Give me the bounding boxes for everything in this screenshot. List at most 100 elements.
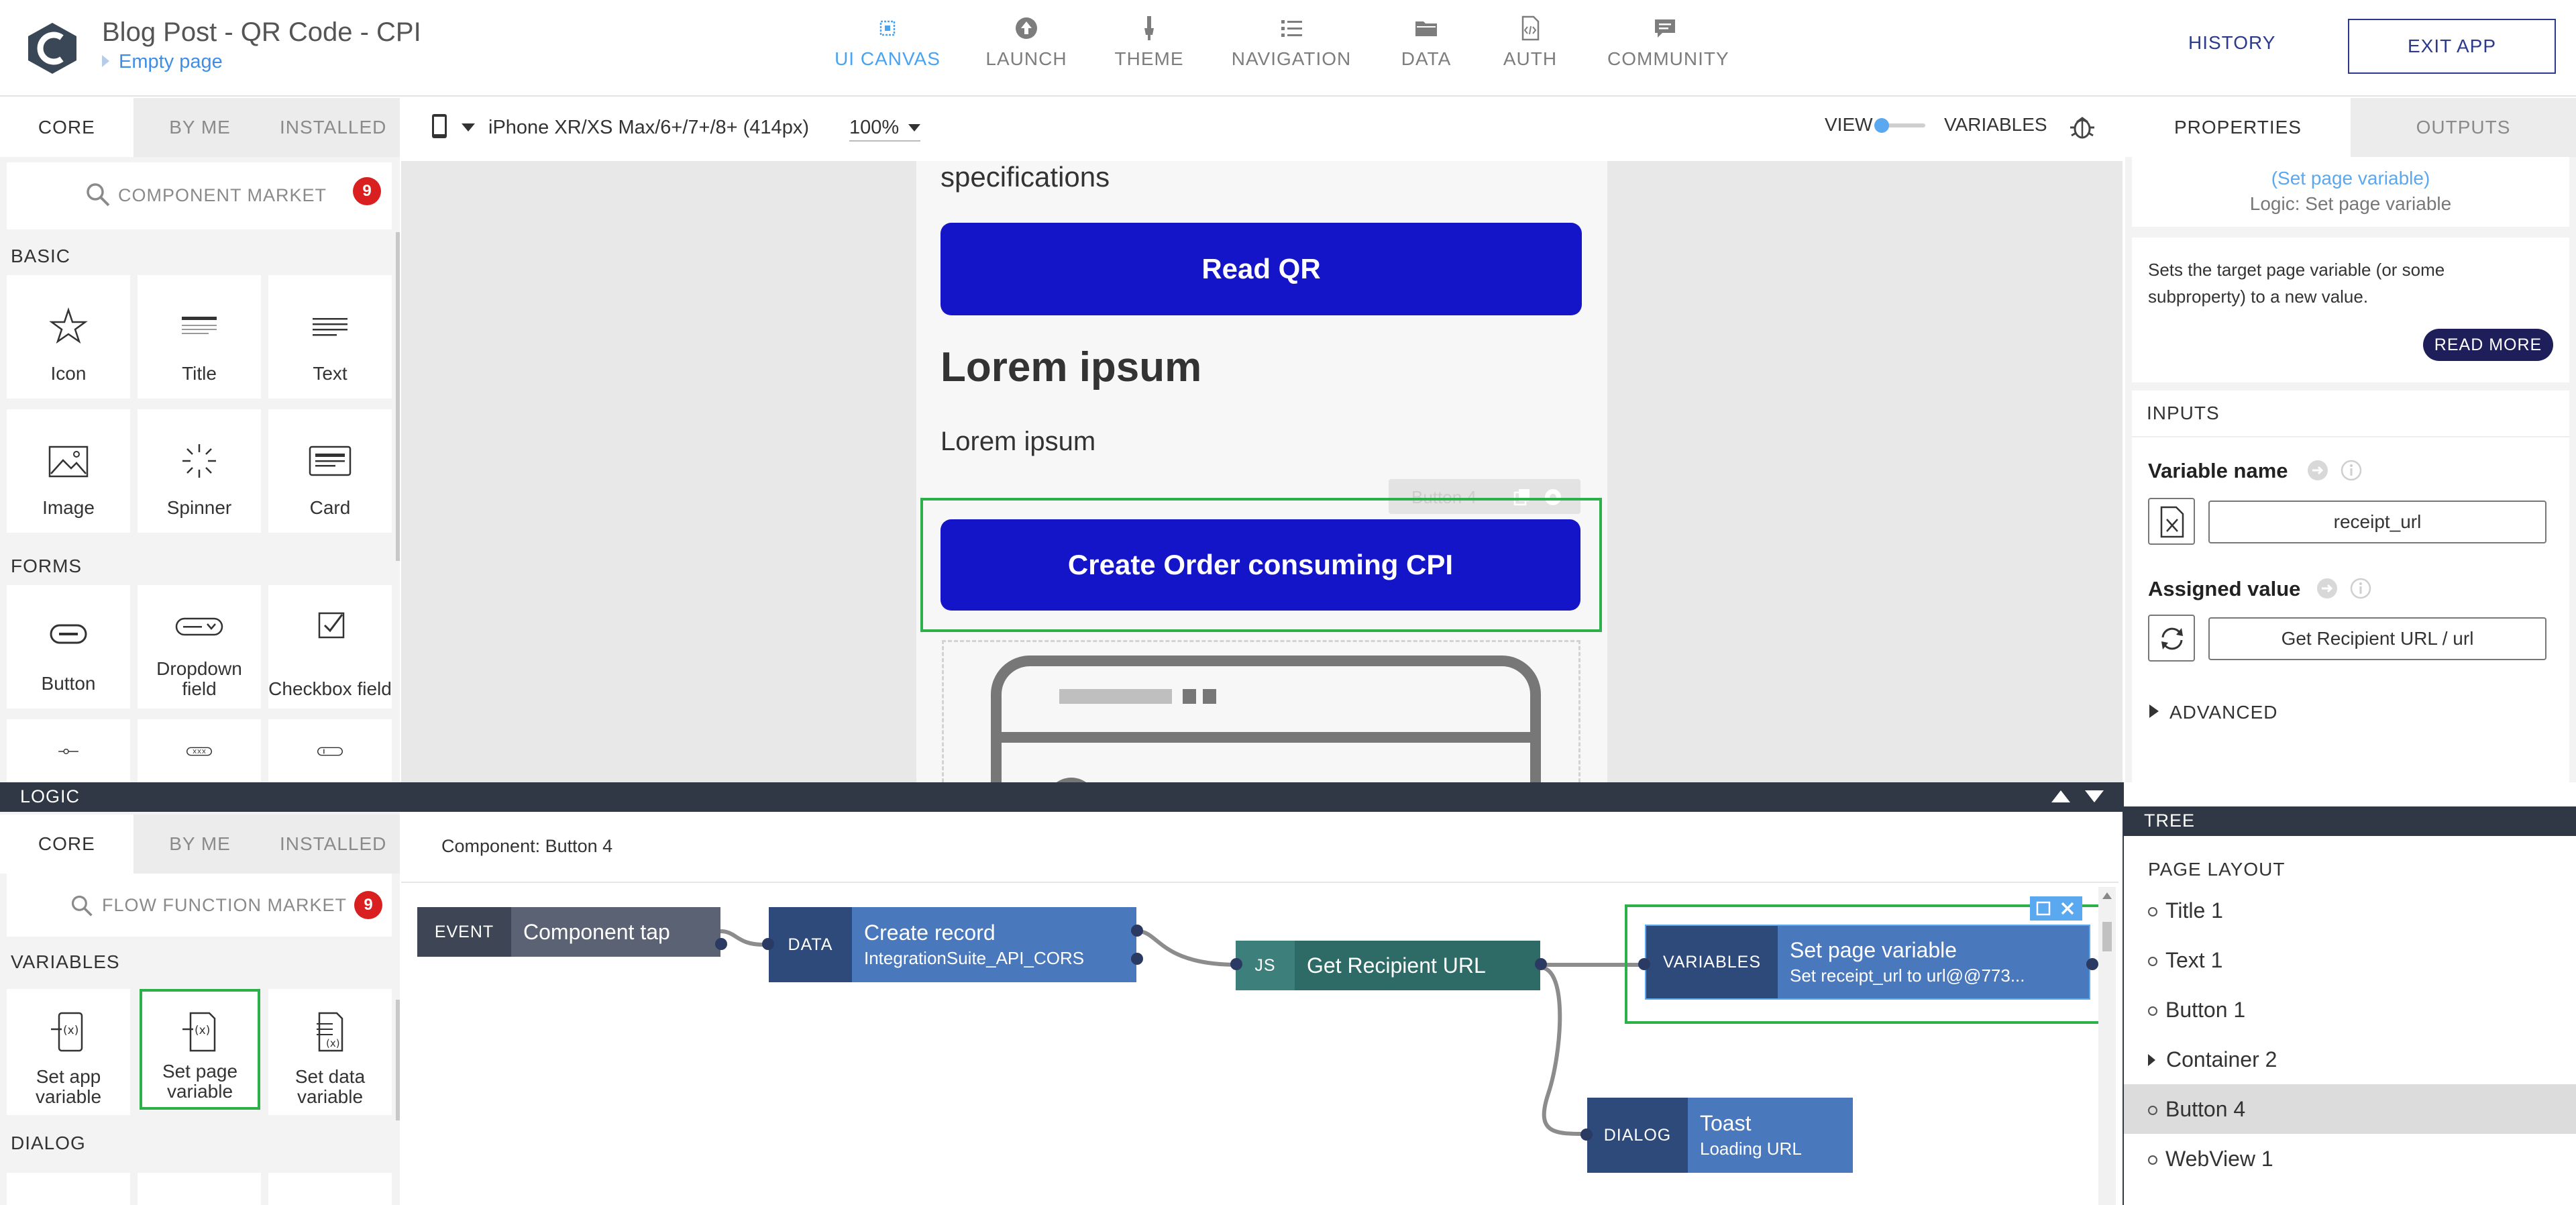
collapse-down-icon[interactable] — [2085, 790, 2104, 802]
nav-data[interactable]: DATA — [1395, 15, 1457, 82]
output-port[interactable] — [2086, 958, 2098, 970]
nav-navigation[interactable]: NAVIGATION — [1228, 15, 1355, 82]
lorem-heading[interactable]: Lorem ipsum — [941, 344, 1202, 390]
function-set-data-variable[interactable]: (x) Set data variable — [268, 989, 392, 1115]
component-button[interactable]: Button — [7, 585, 130, 709]
output-port[interactable] — [715, 938, 727, 950]
flow-function-market-search[interactable]: FLOW FUNCTION MARKET 9 — [7, 874, 392, 937]
selected-component-tag[interactable]: Button 4 — [1389, 479, 1580, 514]
zoom-selector[interactable]: 100% — [849, 117, 921, 142]
function-dialog-1[interactable] — [7, 1173, 130, 1205]
expand-caret-icon[interactable] — [2148, 1054, 2155, 1066]
app-logo-icon[interactable] — [24, 20, 80, 76]
flow-panel-scrollbar[interactable] — [396, 1000, 400, 1120]
lorem-paragraph[interactable]: Lorem ipsum — [941, 427, 1096, 456]
function-dialog-2[interactable] — [138, 1173, 261, 1205]
create-order-button[interactable]: Create Order consuming CPI — [941, 519, 1580, 611]
component-title[interactable]: Title — [138, 275, 261, 399]
page-selector-link[interactable]: Empty page — [102, 51, 223, 73]
read-qr-button[interactable]: Read QR — [941, 223, 1582, 315]
component-icon[interactable]: Icon — [7, 275, 130, 399]
tab-properties[interactable]: PROPERTIES — [2125, 98, 2351, 157]
device-selector[interactable]: iPhone XR/XS Max/6+/7+/8+ (414px) — [488, 117, 809, 138]
tab-outputs[interactable]: OUTPUTS — [2351, 98, 2576, 157]
nav-auth[interactable]: AUTH — [1500, 15, 1560, 82]
specifications-text[interactable]: specifications — [941, 161, 1110, 193]
output-port[interactable] — [1131, 953, 1143, 965]
tree-item-button-1[interactable]: Button 1 — [2124, 985, 2576, 1035]
variable-file-icon — [2160, 506, 2184, 538]
component-chips[interactable] — [138, 719, 261, 782]
component-market-search[interactable]: COMPONENT MARKET 9 — [7, 162, 392, 229]
left-panel-scrollbar[interactable] — [396, 232, 400, 561]
info-icon[interactable] — [2340, 459, 2363, 482]
tree-item-container-2[interactable]: Container 2 — [2124, 1035, 2576, 1084]
variable-type-picker[interactable] — [2148, 498, 2195, 545]
nav-ui-canvas[interactable]: UI CANVAS — [830, 15, 945, 82]
tab-core[interactable]: CORE — [0, 815, 133, 874]
read-more-button[interactable]: READ MORE — [2423, 329, 2553, 361]
tree-item-webview-1[interactable]: WebView 1 — [2124, 1134, 2576, 1184]
tab-installed[interactable]: INSTALLED — [266, 815, 400, 874]
node-link[interactable]: (Set page variable) — [2271, 168, 2430, 189]
function-set-page-variable[interactable]: (x) Set page variable — [140, 989, 260, 1110]
input-port[interactable] — [1230, 958, 1242, 970]
binding-arrow-icon[interactable] — [2316, 577, 2339, 600]
close-icon[interactable] — [2059, 900, 2076, 916]
tab-by-me[interactable]: BY ME — [133, 98, 267, 157]
nav-community[interactable]: COMMUNITY — [1607, 15, 1729, 82]
logic-bar[interactable]: LOGIC — [0, 782, 2123, 812]
function-dialog-3[interactable] — [268, 1173, 392, 1205]
component-checkbox-field[interactable]: Checkbox field — [268, 585, 392, 709]
component-image[interactable]: Image — [7, 409, 130, 533]
input-port[interactable] — [1580, 1129, 1593, 1141]
output-port[interactable] — [1131, 925, 1143, 937]
output-port[interactable] — [1535, 958, 1547, 970]
brush-icon — [1144, 16, 1154, 40]
nav-theme[interactable]: THEME — [1107, 15, 1191, 82]
info-icon[interactable] — [2349, 577, 2372, 600]
tree-item-text-1[interactable]: Text 1 — [2124, 935, 2576, 985]
advanced-section[interactable]: ADVANCED — [2132, 686, 2569, 741]
flow-editor[interactable]: Component: Button 4 /* JS to toast */ EV… — [401, 812, 2123, 1205]
component-card[interactable]: Card — [268, 409, 392, 533]
assigned-value-input[interactable]: Get Recipient URL / url — [2208, 617, 2546, 660]
scroll-thumb[interactable] — [2102, 922, 2112, 951]
input-port[interactable] — [762, 938, 774, 950]
tab-by-me[interactable]: BY ME — [133, 815, 267, 874]
component-dropdown-field[interactable]: Dropdown field — [138, 585, 261, 709]
flow-node-event[interactable]: EVENT Component tap — [417, 907, 720, 957]
view-variables-toggle[interactable] — [1877, 123, 1925, 127]
tree-item-title-1[interactable]: Title 1 — [2124, 886, 2576, 935]
duplicate-icon[interactable] — [2035, 900, 2053, 916]
component-slider[interactable] — [7, 719, 130, 782]
device-dropdown-icon[interactable] — [462, 123, 475, 132]
nav-launch[interactable]: LAUNCH — [979, 15, 1073, 82]
tab-core[interactable]: CORE — [0, 98, 133, 157]
tab-installed[interactable]: INSTALLED — [266, 98, 400, 157]
component-spinner[interactable]: Spinner — [138, 409, 261, 533]
ui-canvas[interactable]: specifications Read QR Lorem ipsum Lorem… — [401, 161, 2123, 782]
svg-text:(x): (x) — [195, 1024, 210, 1037]
toggle-knob[interactable] — [1874, 118, 1889, 133]
variable-name-input[interactable]: receipt_url — [2208, 501, 2546, 543]
node-actions[interactable] — [2030, 896, 2082, 921]
exit-app-button[interactable]: EXIT APP — [2348, 19, 2556, 74]
flow-node-js[interactable]: JS Get Recipient URL — [1236, 941, 1540, 990]
input-port[interactable] — [1638, 958, 1650, 970]
history-button[interactable]: HISTORY — [2188, 32, 2276, 53]
function-set-app-variable[interactable]: (x) Set app variable — [7, 989, 130, 1115]
binding-arrow-icon[interactable] — [2306, 459, 2329, 482]
component-text[interactable]: Text — [268, 275, 392, 399]
expand-up-icon[interactable] — [2051, 790, 2070, 802]
debugger-icon[interactable] — [2068, 111, 2097, 141]
flow-scrollbar[interactable] — [2098, 887, 2116, 1205]
component-toggle[interactable] — [268, 719, 392, 782]
scroll-up-icon[interactable] — [2102, 892, 2112, 899]
tree-item-button-4[interactable]: Button 4 — [2124, 1084, 2576, 1134]
value-type-picker[interactable] — [2148, 615, 2195, 662]
webview-placeholder[interactable] — [942, 640, 1580, 782]
